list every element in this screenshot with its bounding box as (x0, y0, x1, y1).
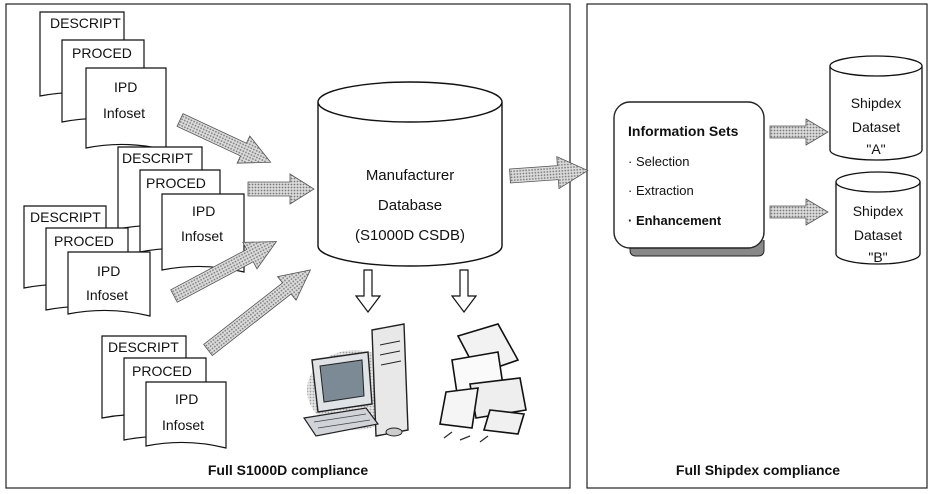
flow-arrow-stack-1 (176, 113, 272, 164)
proced-label: PROCED (146, 175, 206, 191)
ipd-label: IPD (97, 263, 120, 279)
manuals-icon (439, 323, 527, 443)
shipdex-dataset-a: Shipdex Dataset "A" (829, 55, 923, 161)
infoset-label: Infoset (162, 417, 204, 433)
down-arrow-left (354, 269, 382, 313)
ipd-label: IPD (175, 391, 198, 407)
ipd-infoset-page (67, 251, 151, 317)
flow-arrow-stack-3 (170, 241, 278, 303)
info-item-selection: · Selection (628, 154, 689, 169)
database-line3: (S1000D CSDB) (355, 227, 465, 244)
dataset-b-line3: "B" (868, 249, 887, 265)
flow-arrow-stack-4 (203, 269, 312, 357)
document-stack-2: DESCRIPT PROCED IPD Infoset (117, 146, 245, 273)
info-item-extraction: · Extraction (628, 183, 694, 198)
proced-label: PROCED (72, 45, 132, 61)
left-panel-caption: Full S1000D compliance (208, 462, 368, 478)
right-panel-caption: Full Shipdex compliance (676, 462, 840, 478)
information-sets-box: Information Sets · Selection · Extractio… (613, 101, 765, 257)
information-sets-title: Information Sets (628, 123, 739, 139)
flow-arrow-stack-2 (247, 173, 315, 205)
document-stack-4: DESCRIPT PROCED IPD Infoset (101, 335, 227, 449)
flow-arrow-to-dataset-a (769, 118, 829, 146)
dataset-a-line2: Dataset (852, 119, 900, 135)
proced-label: PROCED (54, 233, 114, 249)
dataset-a-line1: Shipdex (851, 95, 902, 111)
down-arrow-right (450, 269, 478, 313)
infoset-label: Infoset (181, 228, 223, 244)
ipd-label: IPD (114, 79, 137, 95)
descript-label: DESCRIPT (50, 15, 121, 31)
ipd-label: IPD (192, 203, 215, 219)
descript-label: DESCRIPT (108, 339, 179, 355)
manufacturer-database: Manufacturer Database (S1000D CSDB) (317, 81, 503, 267)
descript-label: DESCRIPT (30, 209, 101, 225)
ipd-infoset-page (161, 193, 245, 273)
flow-arrow-to-dataset-b (769, 198, 829, 226)
document-stack-1: DESCRIPT PROCED IPD Infoset (39, 11, 167, 151)
infoset-label: Infoset (103, 105, 145, 121)
flow-arrow-to-shipdex (509, 156, 589, 190)
proced-label: PROCED (132, 363, 192, 379)
descript-label: DESCRIPT (122, 150, 193, 166)
dataset-b-line1: Shipdex (853, 203, 904, 219)
database-line2: Database (378, 197, 442, 214)
ipd-infoset-page (145, 381, 227, 449)
shipdex-dataset-b: Shipdex Dataset "B" (835, 171, 921, 265)
dataset-a-line3: "A" (866, 141, 885, 157)
database-line1: Manufacturer (366, 167, 454, 184)
right-panel-frame (586, 3, 928, 489)
dataset-b-line2: Dataset (854, 227, 902, 243)
computer-icon (302, 323, 409, 437)
info-item-enhancement: · Enhancement (628, 213, 722, 228)
infoset-label: Infoset (86, 287, 128, 303)
left-panel-frame (5, 3, 571, 489)
document-stack-3: DESCRIPT PROCED IPD Infoset (23, 205, 151, 317)
